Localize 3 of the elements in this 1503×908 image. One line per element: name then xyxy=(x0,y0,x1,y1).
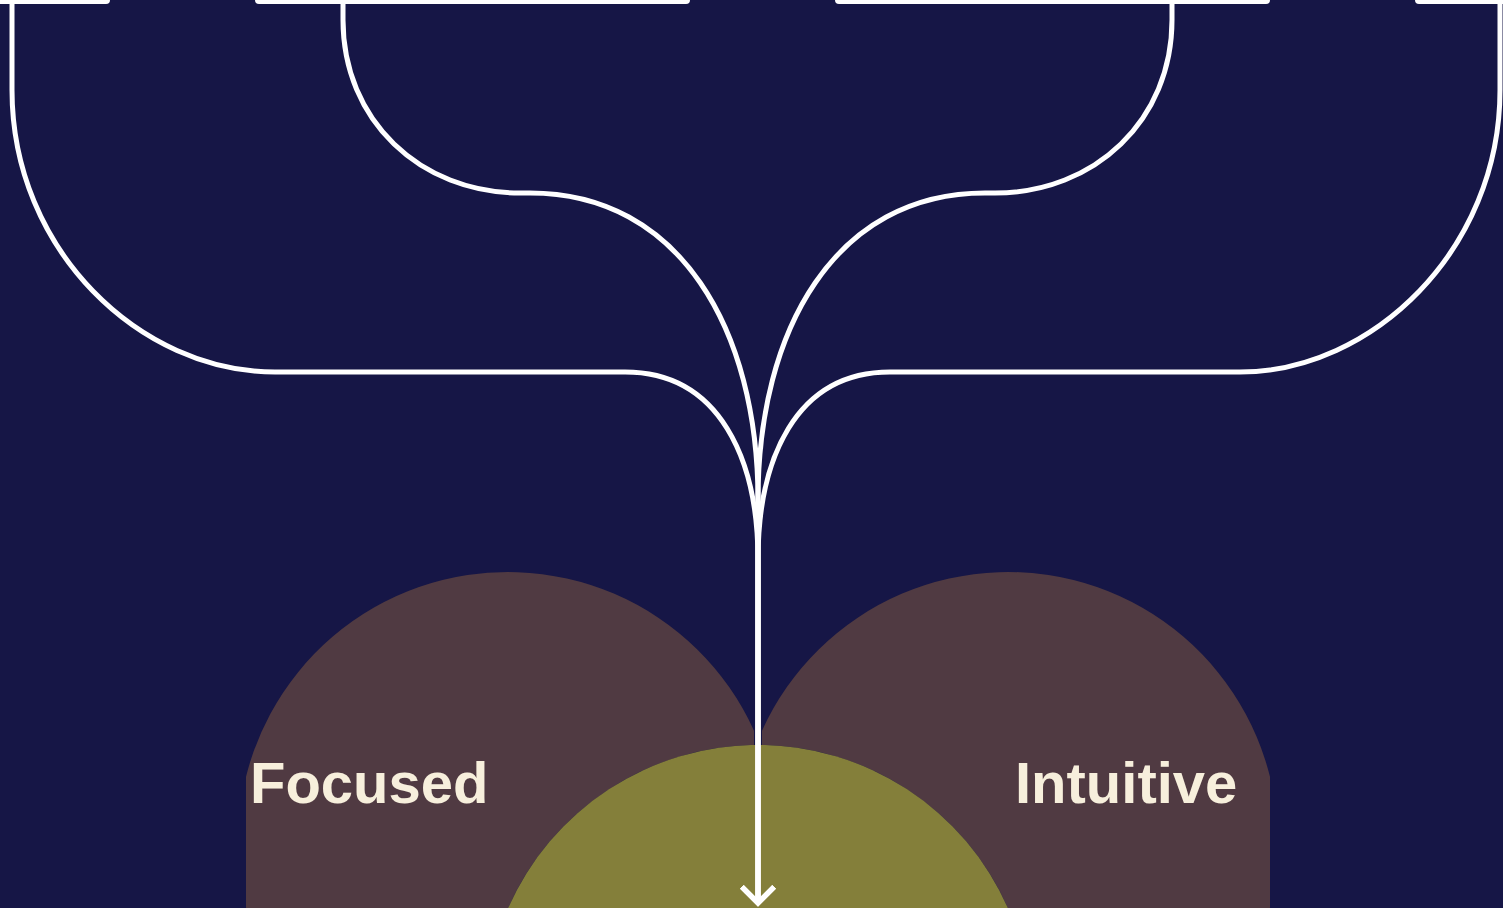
circle-label: Intuitive xyxy=(1015,754,1238,812)
circle-label: Focused xyxy=(250,754,489,812)
arrow xyxy=(739,4,1503,906)
